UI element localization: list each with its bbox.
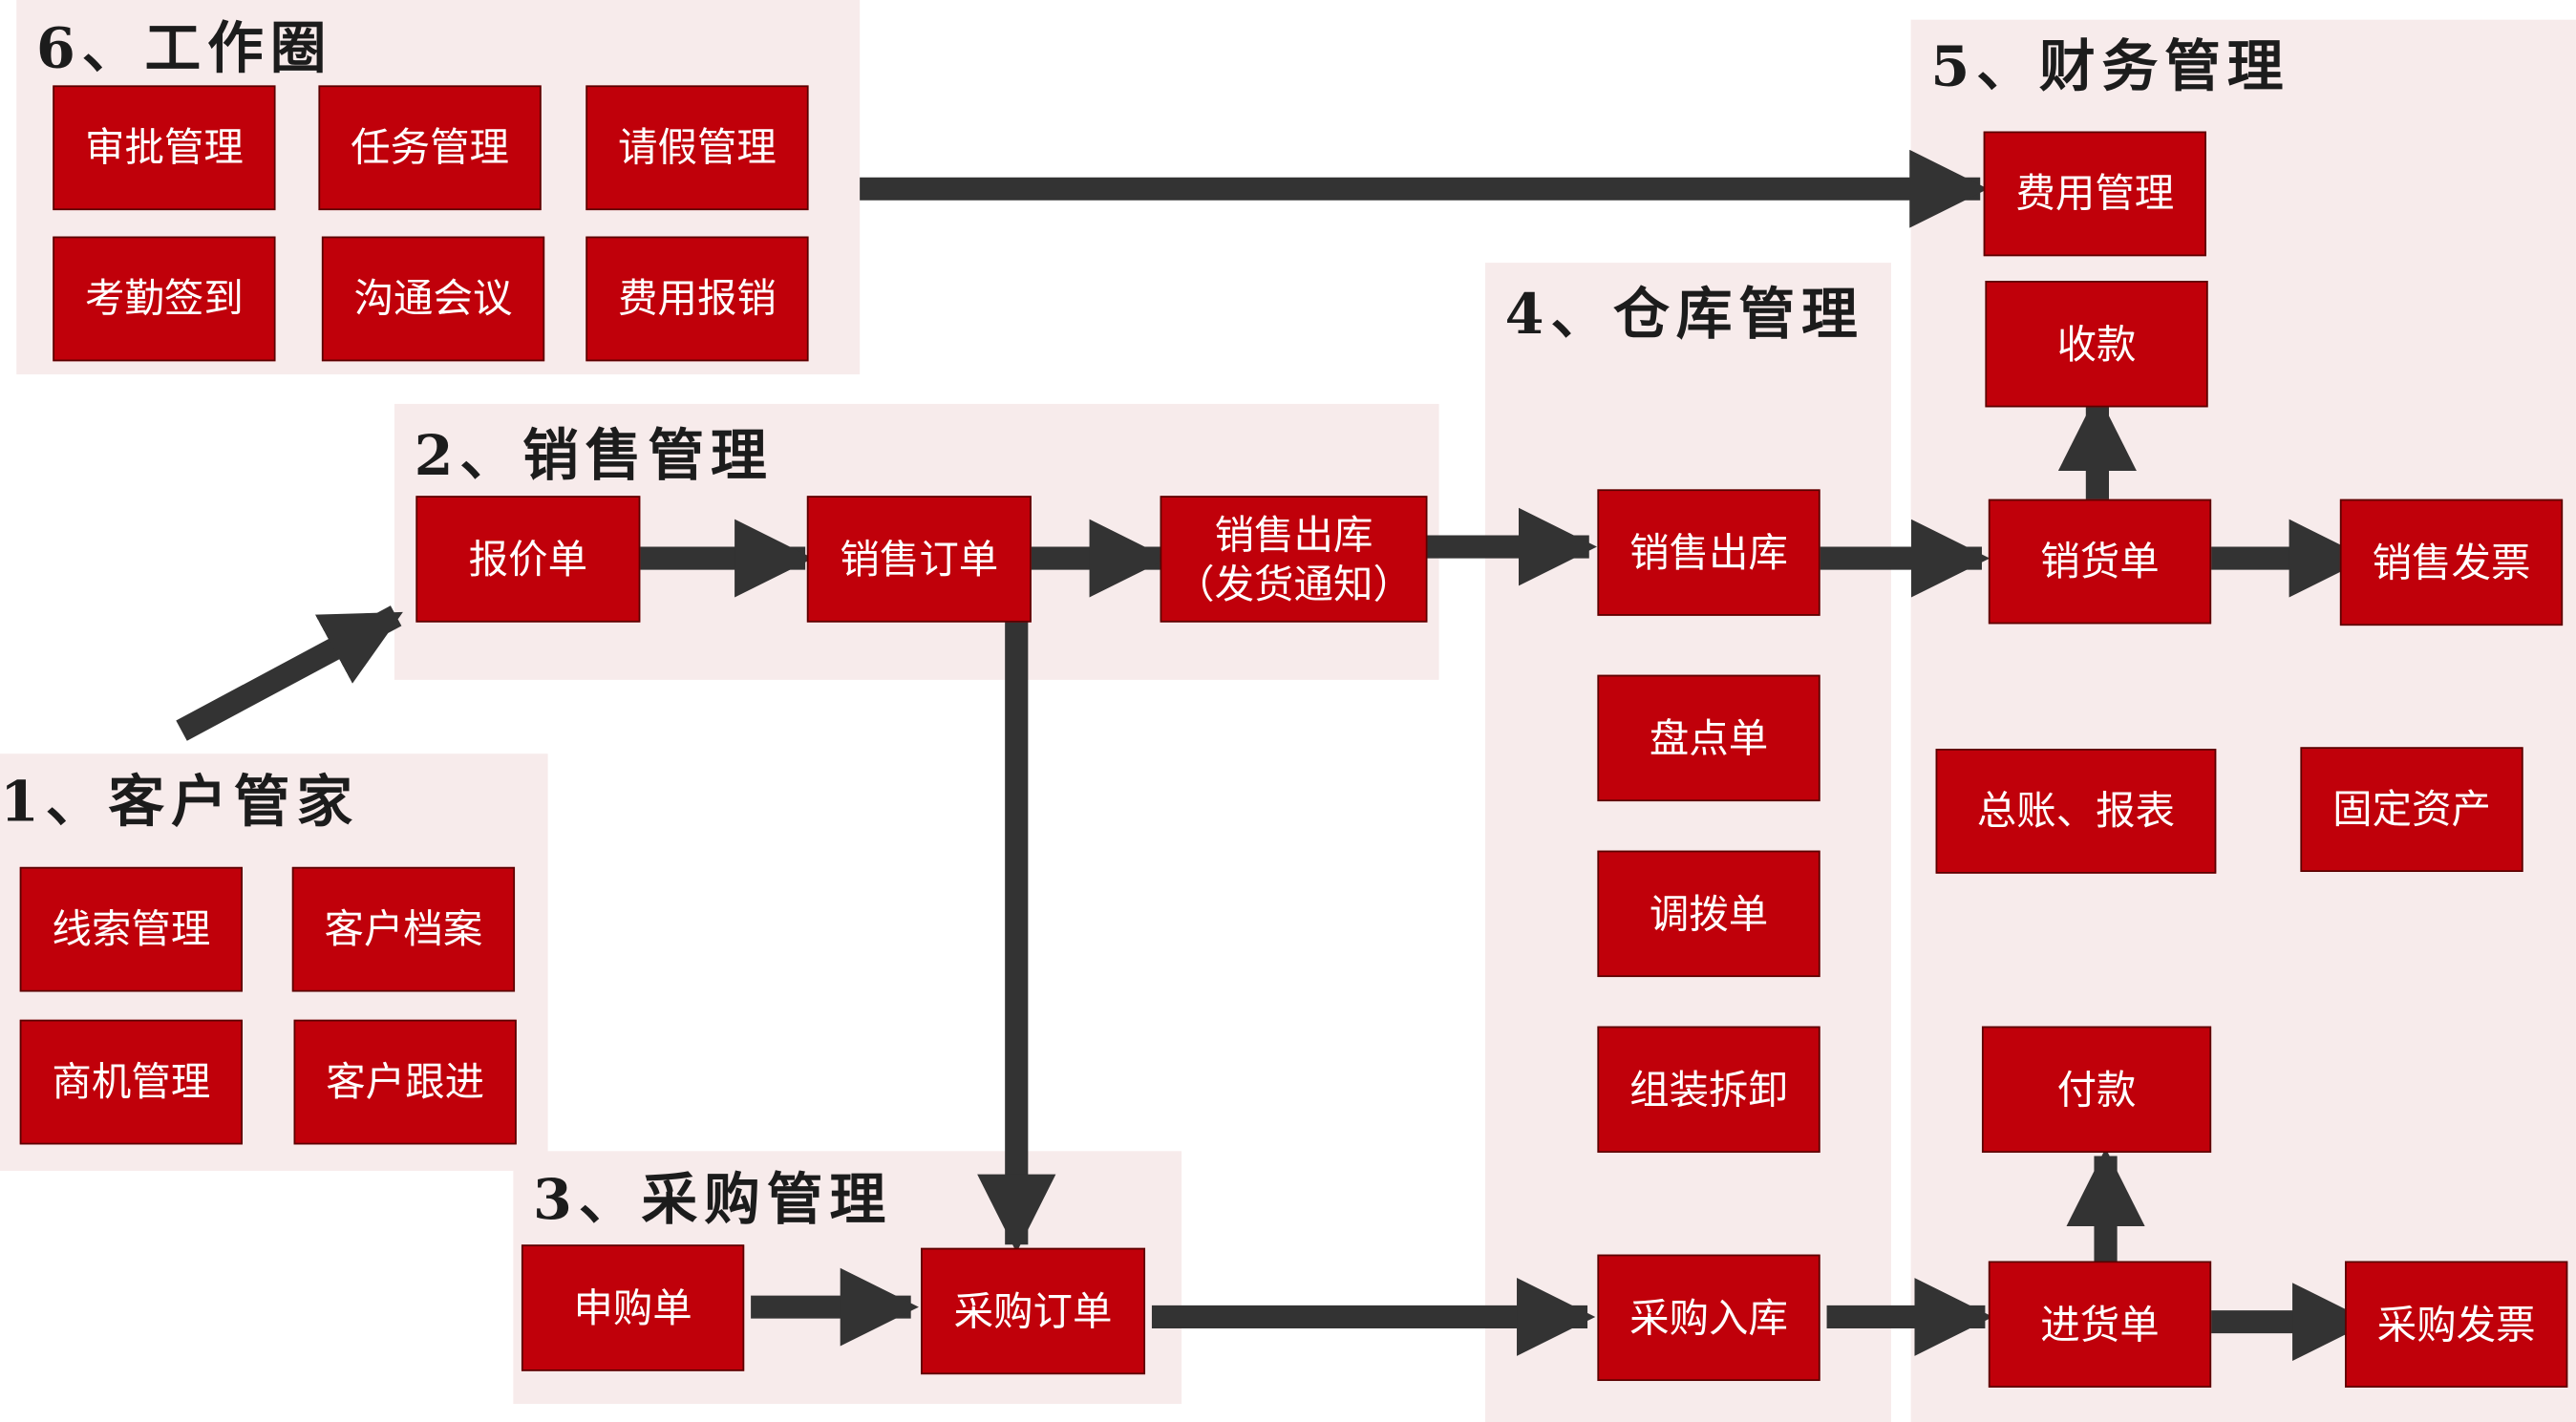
panel-title-sales: 2、销售管理: [414, 423, 774, 490]
purchase-inbound-box[interactable]: 采购入库: [1597, 1254, 1820, 1382]
communication-meeting-box[interactable]: 沟通会议: [321, 236, 545, 362]
warehouse-sales-outbound-box[interactable]: 销售出库: [1597, 489, 1820, 616]
sales-bill-box[interactable]: 销货单: [1988, 499, 2212, 625]
expense-management-box[interactable]: 费用管理: [1983, 131, 2206, 257]
fixed-assets-box[interactable]: 固定资产: [2300, 747, 2523, 873]
customer-profile-box[interactable]: 客户档案: [291, 866, 516, 992]
ledger-reports-box[interactable]: 总账、报表: [1935, 749, 2217, 874]
leave-management-box[interactable]: 请假管理: [585, 85, 809, 211]
quotation-box[interactable]: 报价单: [415, 496, 641, 623]
panel-title-customer: 1、客户管家: [0, 770, 360, 837]
stocktake-box[interactable]: 盘点单: [1597, 674, 1820, 802]
receipt-box[interactable]: 收款: [1985, 281, 2208, 408]
sales-order-box[interactable]: 销售订单: [806, 496, 1032, 623]
panel-title-warehouse: 4、仓库管理: [1504, 282, 1864, 349]
approval-management-box[interactable]: 审批管理: [53, 85, 276, 211]
assembly-disassembly-box[interactable]: 组装拆卸: [1597, 1026, 1820, 1154]
transfer-box[interactable]: 调拨单: [1597, 850, 1820, 978]
arrow-customer-to-sales: [176, 605, 403, 741]
payment-box[interactable]: 付款: [1981, 1026, 2212, 1154]
purchase-order-box[interactable]: 采购订单: [921, 1247, 1146, 1375]
purchase-request-box[interactable]: 申购单: [521, 1244, 745, 1371]
sales-invoice-box[interactable]: 销售发票: [2339, 499, 2564, 626]
panel-title-purchase: 3、采购管理: [533, 1167, 893, 1234]
attendance-checkin-box[interactable]: 考勤签到: [53, 236, 276, 362]
purchase-invoice-box[interactable]: 采购发票: [2345, 1261, 2568, 1388]
sales-outbound-notice-box[interactable]: 销售出库 （发货通知）: [1160, 496, 1428, 623]
customer-followup-box[interactable]: 客户跟进: [293, 1019, 517, 1145]
opportunity-management-box[interactable]: 商机管理: [19, 1019, 243, 1145]
delivery-notice-label: （发货通知）: [1175, 561, 1413, 607]
expense-reimbursement-box[interactable]: 费用报销: [585, 236, 809, 362]
lead-management-box[interactable]: 线索管理: [19, 866, 243, 992]
panel-warehouse: [1484, 263, 1891, 1422]
panel-title-finance: 5、财务管理: [1930, 34, 2290, 100]
panel-title-work: 6、工作圈: [36, 16, 333, 82]
task-management-box[interactable]: 任务管理: [318, 85, 542, 211]
sales-outbound-label: 销售出库: [1214, 511, 1373, 558]
purchase-bill-box[interactable]: 进货单: [1988, 1261, 2212, 1388]
